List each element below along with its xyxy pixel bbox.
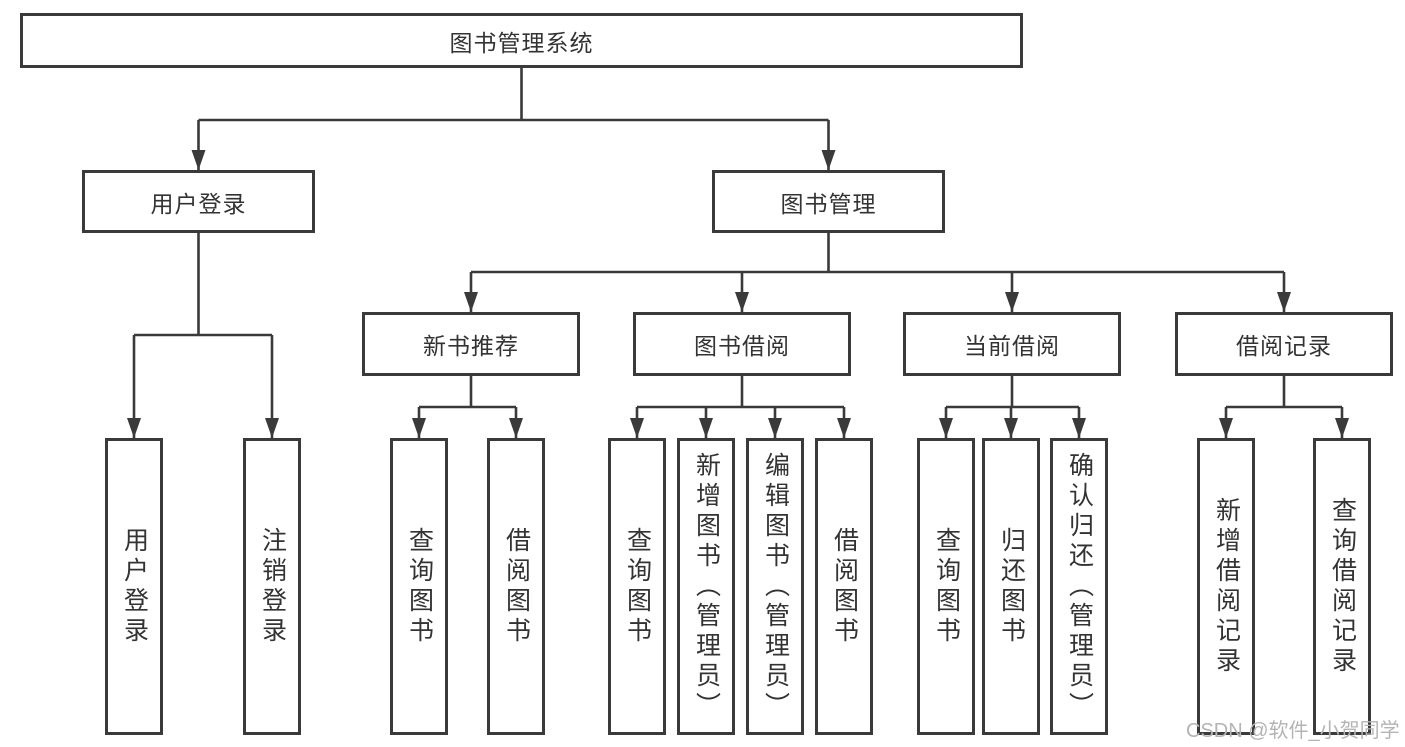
node-branch-user-login-label: 用户登录 — [150, 190, 247, 217]
node-leaf-edit-book-admin-label: 编辑图书（管理员） — [761, 451, 790, 722]
node-module-current-borrow: 当前借阅 — [903, 312, 1121, 376]
node-leaf-add-book-admin-label: 新增图书（管理员） — [692, 451, 721, 722]
node-leaf-query-books-recommend: 查询图书 — [390, 438, 448, 735]
node-leaf-borrow-books-recommend: 借阅图书 — [487, 438, 545, 735]
node-leaf-query-books-borrow: 查询图书 — [608, 438, 666, 735]
node-leaf-add-borrow-record-label: 新增借阅记录 — [1212, 496, 1241, 677]
node-leaf-user-login: 用户登录 — [105, 438, 163, 735]
csdn-watermark: CSDN @软件_小贺同学 — [1186, 720, 1400, 742]
node-leaf-confirm-return-admin: 确认归还（管理员） — [1050, 438, 1108, 735]
node-module-borrow-records-label: 借阅记录 — [1236, 333, 1332, 359]
node-leaf-add-borrow-record: 新增借阅记录 — [1197, 438, 1255, 735]
node-module-borrow-records: 借阅记录 — [1175, 312, 1393, 376]
node-branch-book-management-label: 图书管理 — [780, 190, 877, 217]
node-leaf-borrow-books-borrow-label: 借阅图书 — [830, 526, 859, 647]
node-leaf-query-books-current-label: 查询图书 — [932, 526, 961, 647]
node-leaf-query-books-borrow-label: 查询图书 — [623, 526, 652, 647]
node-leaf-logout: 注销登录 — [243, 438, 301, 735]
node-leaf-confirm-return-admin-label: 确认归还（管理员） — [1065, 451, 1094, 722]
node-leaf-borrow-books-borrow: 借阅图书 — [815, 438, 873, 735]
node-branch-book-management: 图书管理 — [712, 170, 945, 233]
node-module-new-book-recommend: 新书推荐 — [362, 312, 580, 376]
node-root-label: 图书管理系统 — [449, 29, 594, 56]
node-module-new-book-recommend-label: 新书推荐 — [423, 333, 519, 359]
node-leaf-query-books-current: 查询图书 — [917, 438, 975, 735]
node-leaf-add-book-admin: 新增图书（管理员） — [677, 438, 735, 735]
node-module-book-borrow: 图书借阅 — [633, 312, 851, 376]
node-leaf-query-borrow-record-label: 查询借阅记录 — [1328, 496, 1357, 677]
node-leaf-logout-label: 注销登录 — [258, 526, 287, 647]
node-module-book-borrow-label: 图书借阅 — [694, 333, 790, 359]
node-leaf-query-borrow-record: 查询借阅记录 — [1313, 438, 1371, 735]
node-leaf-return-book: 归还图书 — [982, 438, 1040, 735]
node-leaf-borrow-books-recommend-label: 借阅图书 — [502, 526, 531, 647]
node-leaf-return-book-label: 归还图书 — [997, 526, 1026, 647]
node-root-system: 图书管理系统 — [20, 13, 1023, 68]
node-leaf-edit-book-admin: 编辑图书（管理员） — [746, 438, 804, 735]
node-leaf-user-login-label: 用户登录 — [120, 526, 149, 647]
node-leaf-query-books-recommend-label: 查询图书 — [405, 526, 434, 647]
node-branch-user-login: 用户登录 — [82, 170, 315, 233]
node-module-current-borrow-label: 当前借阅 — [964, 333, 1060, 359]
